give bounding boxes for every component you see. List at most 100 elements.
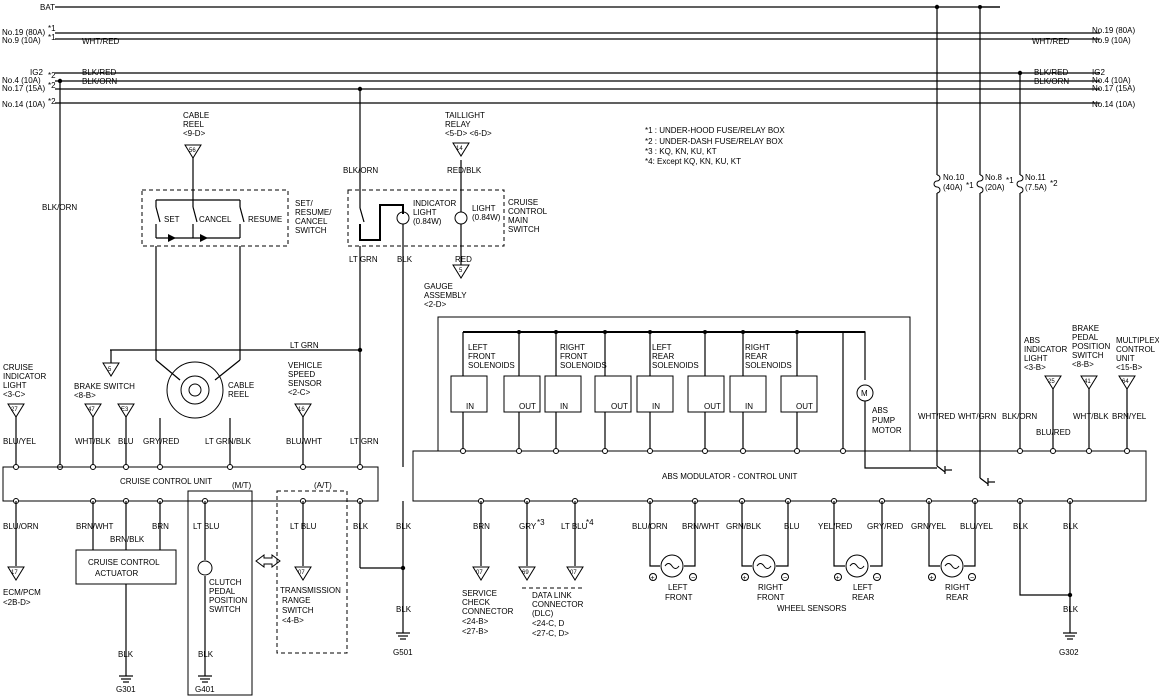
- taillight-1: TAILLIGHT: [445, 111, 485, 120]
- vss-1: VEHICLE: [288, 361, 322, 370]
- gauge-1: GAUGE: [424, 282, 453, 291]
- left-front-1: LEFT: [668, 583, 688, 592]
- connector-e3: E3: [121, 407, 129, 413]
- ground-g302: G302: [1059, 648, 1079, 657]
- svg-text:−: −: [783, 575, 787, 582]
- ground-g301: G301: [116, 685, 136, 694]
- wire-blu: BLU: [118, 437, 134, 446]
- rr-sol-2: REAR: [745, 352, 767, 361]
- svg-text:−: −: [875, 575, 879, 582]
- svg-text:−: −: [970, 575, 974, 582]
- blkred-right-label: BLK/RED: [1034, 68, 1068, 77]
- fuse-no11s: *2: [1050, 179, 1058, 188]
- bpp-5: <8-B>: [1072, 360, 1094, 369]
- wire-b-blk2: BLK: [198, 650, 214, 659]
- wheel-sensor-wires: [649, 501, 976, 567]
- motor-m: M: [861, 389, 868, 398]
- wire-b-blk5: BLK: [396, 605, 412, 614]
- wire-b-lt-blu2: LT BLU: [290, 522, 317, 531]
- resume-label: RESUME: [248, 215, 282, 224]
- solenoid-labels: IN OUT IN OUT IN OUT IN OUT: [466, 402, 813, 411]
- set-switch-3: CANCEL: [295, 217, 328, 226]
- no19-right-label: No.19 (80A): [1092, 26, 1135, 35]
- lf-sol-3: SOLENOIDS: [468, 361, 515, 370]
- connector-07-icon: [294, 566, 312, 581]
- vss-2: SPEED: [288, 370, 315, 379]
- abs-ind-2: INDICATOR: [1024, 345, 1067, 354]
- bus-taps: [978, 5, 982, 9]
- ground-g401-icon: [198, 675, 212, 683]
- abs-motor-2: PUMP: [872, 416, 895, 425]
- power-buses: BAT No.19 (80A) *1 No.9 (10A) *1 WHT/RED…: [2, 3, 1135, 109]
- bpp-1: BRAKE: [1072, 324, 1099, 333]
- no14-left-label: No.14 (10A): [2, 100, 45, 109]
- light-2: (0.84W): [472, 213, 501, 222]
- wire-blu-red: BLU/RED: [1036, 428, 1071, 437]
- cruise-control-unit: [2, 466, 379, 502]
- clutch-2: PEDAL: [209, 587, 236, 596]
- main-switch-1: CRUISE: [508, 198, 538, 207]
- wire-a-gry: GRY: [519, 522, 537, 531]
- dlc-5: <27-C, D>: [532, 629, 569, 638]
- left-rear-2: REAR: [852, 593, 874, 602]
- connector-16: 16: [298, 407, 305, 413]
- whtred-left-label: WHT/RED: [82, 37, 120, 46]
- abs-unit-label: ABS MODULATOR - CONTROL UNIT: [662, 472, 798, 481]
- fuse-no8: No.8: [985, 173, 1002, 182]
- svg-text:+: +: [836, 575, 840, 582]
- bpp-4: SWITCH: [1072, 351, 1104, 360]
- gauge-2: ASSEMBLY: [424, 291, 467, 300]
- wire-red-blk: RED/BLK: [447, 166, 482, 175]
- wire-a-blk: BLK: [1013, 522, 1029, 531]
- wire-a-blu-yel: BLU/YEL: [960, 522, 993, 531]
- wire-brn-yel: BRN/YEL: [1112, 412, 1147, 421]
- dlc-4: <24-C, D: [532, 619, 564, 628]
- either-or-arrow-icon: [255, 554, 281, 568]
- cancel-label: CANCEL: [199, 215, 232, 224]
- taillight-3: <5-D> <6-D>: [445, 129, 492, 138]
- wire-a-ltblu: LT BLU: [561, 522, 588, 531]
- wire-b-brn-blk: BRN/BLK: [110, 535, 145, 544]
- no9-left-label: No.9 (10A): [2, 36, 41, 45]
- wire-wht-blk: WHT/BLK: [75, 437, 111, 446]
- wire-a-blk2: BLK: [1063, 522, 1079, 531]
- abs-ind-3: LIGHT: [1024, 354, 1048, 363]
- wire-blu-wht: BLU/WHT: [286, 437, 322, 446]
- abs-motor-1: ABS: [872, 406, 888, 415]
- ig2-right-label: IG2: [1092, 68, 1105, 77]
- blkred-left-label: BLK/RED: [82, 68, 116, 77]
- connector-07-trans: 07: [298, 570, 305, 576]
- rf-sol-3: SOLENOIDS: [560, 361, 607, 370]
- connector-07-svc-icon: [472, 566, 490, 581]
- mux-3: UNIT: [1116, 354, 1135, 363]
- rf-sol-2: FRONT: [560, 352, 588, 361]
- right-rear-1: RIGHT: [945, 583, 970, 592]
- wire-lt-grn-b: LT GRN: [350, 437, 379, 446]
- ground-g501: G501: [393, 648, 413, 657]
- light-1: LIGHT: [472, 204, 496, 213]
- connector-56-icon: [184, 144, 202, 159]
- clutch-4: SWITCH: [209, 605, 241, 614]
- note-4: *4: Except KQ, KN, KU, KT: [645, 157, 741, 166]
- set-switch-1: SET/: [295, 199, 314, 208]
- wire-wht-grn: WHT/GRN: [958, 412, 996, 421]
- sol-out-2: OUT: [611, 402, 628, 411]
- star2b: *2: [48, 81, 56, 90]
- wire-b-lt-blu: LT BLU: [193, 522, 220, 531]
- connector-07-dlc-icon: [566, 566, 584, 581]
- dlc-3: (DLC): [532, 609, 554, 618]
- no14-right-label: No.14 (10A): [1092, 100, 1135, 109]
- wire-a-blk3: BLK: [1063, 605, 1079, 614]
- wire-a-ltblu-s: *4: [586, 518, 594, 527]
- ecm-1: ECM/PCM: [3, 588, 41, 597]
- wheel-sensor-polarity: + − + − + − + −: [649, 573, 976, 582]
- brake-switch-1: BRAKE SWITCH: [74, 382, 135, 391]
- svc-2: CHECK: [462, 598, 491, 607]
- taillight-2: RELAY: [445, 120, 471, 129]
- star2a: *2: [48, 71, 56, 80]
- ig2-left-label: IG2: [30, 68, 43, 77]
- connector-14: 14: [456, 146, 463, 152]
- set-switch-4: SWITCH: [295, 226, 327, 235]
- lf-sol-2: FRONT: [468, 352, 496, 361]
- trans-2: RANGE: [282, 596, 310, 605]
